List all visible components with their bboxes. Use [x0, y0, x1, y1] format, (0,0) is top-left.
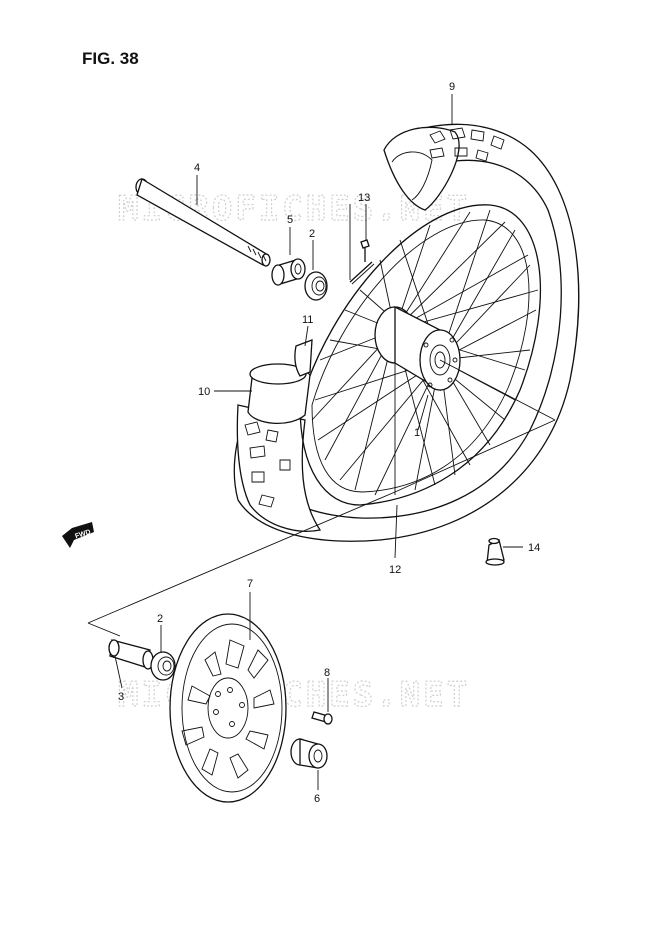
axle: [135, 178, 271, 267]
assembly-lines: [87, 359, 556, 637]
leader-lines: [114, 94, 523, 790]
callout-10: 10: [198, 386, 210, 398]
rim-band: [294, 339, 313, 377]
callout-11: 11: [302, 314, 313, 326]
callout-7: 7: [247, 578, 253, 590]
callout-14: 14: [528, 542, 540, 554]
disc-bolt: [311, 711, 333, 725]
spacer-5: [271, 258, 306, 286]
callout-5: 5: [287, 214, 293, 226]
tire: [233, 123, 580, 542]
callout-8: 8: [324, 667, 330, 679]
bearing-top: [304, 271, 328, 301]
callout-2-top: 2: [309, 228, 315, 240]
callout-2-bottom: 2: [157, 613, 163, 625]
tube: [247, 363, 311, 425]
callout-4: 4: [194, 162, 200, 174]
valve: [349, 239, 375, 285]
callout-6: 6: [314, 793, 320, 805]
callouts: 9 4 13 5 2 11 10 1 14 12 7 2 8 3 6: [118, 81, 540, 805]
callout-12: 12: [389, 564, 401, 576]
bearing-bottom: [150, 651, 176, 681]
brake-disc: [169, 613, 287, 803]
rim: [299, 204, 542, 506]
figure-title: FIG. 38: [82, 49, 139, 68]
nut: [485, 537, 505, 566]
callout-13: 13: [358, 192, 370, 204]
callout-3: 3: [118, 691, 124, 703]
fwd-label: FWD: [74, 529, 91, 541]
spacer-3: [108, 639, 154, 670]
callout-1: 1: [414, 427, 420, 439]
callout-9: 9: [449, 81, 455, 93]
hub: [374, 305, 461, 392]
collar: [290, 738, 328, 769]
fwd-arrow-icon: FWD: [62, 522, 94, 548]
